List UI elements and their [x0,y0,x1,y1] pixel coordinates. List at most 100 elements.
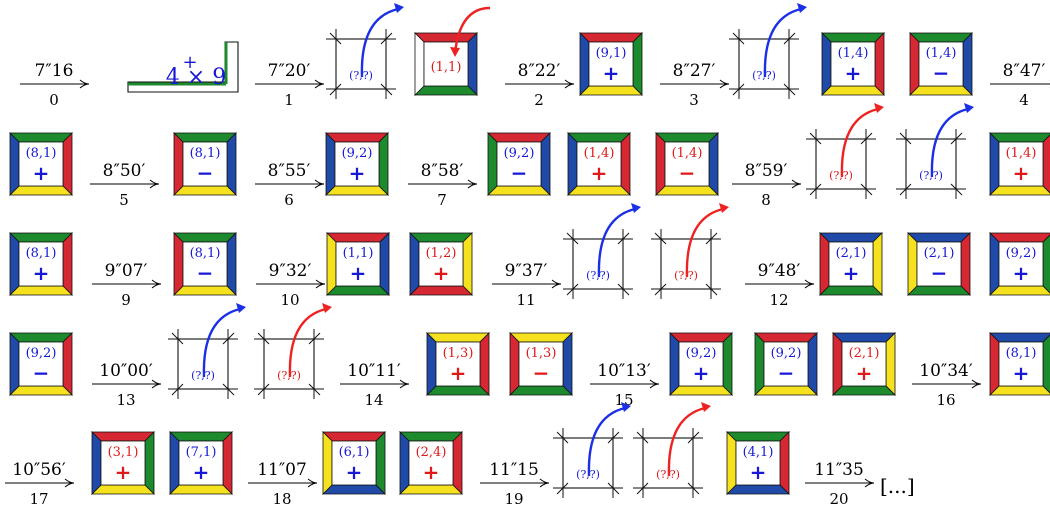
tile-sign: + [750,460,767,484]
corner-tick [705,232,718,245]
tile-label: (1,4) [838,46,869,61]
step-index: 17 [29,490,48,508]
step-time: 11″15 [489,460,539,480]
tile-label: (6,1) [339,445,370,460]
arrow-head [621,402,631,412]
tile: (9,2)− [9,332,73,396]
frame-right-edge [144,431,155,495]
tile-label: (1,4) [672,146,703,161]
frame-top-edge [9,232,73,243]
curved-arrow [597,207,636,278]
tile-center [998,341,1044,387]
corner-tick [607,431,620,444]
step-index: 4 [1019,91,1029,109]
tile-sign: + [591,161,608,185]
step-time: 8″50′ [103,161,146,181]
arrow-head [797,3,807,13]
frame-right-edge [620,132,631,196]
corner-tick [783,32,796,45]
frame-top-edge [9,132,73,143]
frame-bottom-edge [821,85,885,96]
step-index: 6 [284,191,294,209]
corner-tick [556,482,569,495]
arrow-head [539,478,550,488]
frame-bottom-edge [326,285,390,296]
frame-left-edge [91,431,102,495]
unknown-tile: (?,?) [651,203,729,299]
frame-left-edge [9,232,20,296]
frame-bottom-edge [399,484,463,495]
corner-tick [566,283,579,296]
empty-square [177,338,229,390]
step-time: 8″55′ [268,161,311,181]
tile-label: (9,2) [342,146,373,161]
empty-square [572,238,624,290]
tile-sign: + [33,161,50,185]
frame-left-edge [909,32,920,96]
arrow-head [149,179,160,189]
arrow-head [649,379,660,389]
tile: (8,1)+ [989,332,1050,396]
corner-tick [636,431,649,444]
corner-tick [732,32,745,45]
step-index: 10 [280,291,299,309]
tile-label: (1,1) [343,246,374,261]
tile-sign: − [511,161,528,185]
tile: (9,1)+ [579,32,643,96]
tile: (2,1)+ [832,332,896,396]
tile-sign: + [856,361,873,385]
corner-tick [556,431,569,444]
corner-tick [636,482,649,495]
tile-sign: + [346,460,363,484]
tile: (9,2)+ [325,132,389,196]
frame-left-edge [173,132,184,196]
step-arrow: 10″00′13 [92,361,162,409]
frame-left-edge [989,332,1000,396]
frame-right-edge [1042,134,1050,194]
frame-top-edge [989,332,1050,343]
corner-tick [329,83,342,96]
corner-tick [222,332,235,345]
step-index: 20 [829,490,848,508]
frame-right-edge [452,431,463,495]
tile-sign: + [450,361,467,385]
frame-bottom-edge [669,385,733,396]
tile: (1,3)− [509,332,573,396]
frame-right-edge [874,32,885,96]
frame-left-edge [426,332,437,396]
tile-sign: + [115,460,132,484]
frame-left-edge [9,132,20,196]
arrow-head [307,478,318,488]
empty-square [263,338,315,390]
unknown-tile: (?,?) [729,3,807,99]
step-arrow: 8″22′2 [505,61,575,109]
frame-bottom-edge [655,185,719,196]
corner-tick [809,132,822,145]
corner-tick [950,132,963,145]
unknown-tile: (?,?) [896,103,974,199]
frame-left-edge [509,332,520,396]
frame-left-edge [832,332,843,396]
tile-center [763,341,809,387]
frame-top-edge [409,232,473,243]
frame-right-edge [375,431,386,495]
continuation: [...] [880,474,915,498]
step-time: 8″22′ [518,61,561,81]
arrow-head [971,379,982,389]
tile-center [518,341,564,387]
tile-center [182,141,228,187]
corner-tick [860,183,873,196]
step-arrow: 9″07′9 [92,261,162,309]
curved-arrow [840,107,879,178]
arrow-head [399,379,410,389]
step-time: 7″16 [35,61,74,81]
tile-label: (2,1) [849,346,880,361]
tile-sign: − [931,261,948,285]
corner-tick [308,332,321,345]
frame-right-edge [226,132,237,196]
step-arrow: 8″50′5 [90,161,160,209]
frame-top-edge [754,332,818,343]
curved-arrow [360,7,399,78]
tile-center [830,41,876,87]
